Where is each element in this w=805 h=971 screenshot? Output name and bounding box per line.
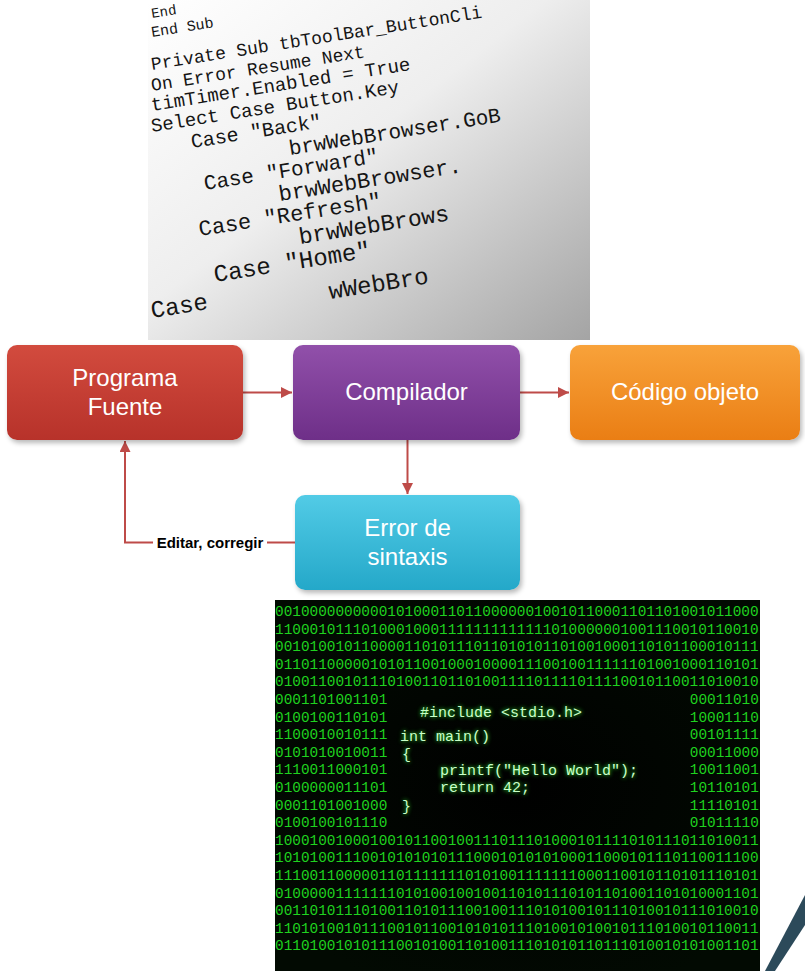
binary-matrix-picture	[275, 600, 760, 971]
binary-digits: 1101010010111001011001010101110100101001…	[275, 921, 759, 939]
binary-digits: 0100000111111101010010010011010111010110…	[275, 886, 759, 904]
binary-digits: 01011110	[690, 815, 759, 833]
binary-digits: 10001110	[690, 710, 759, 728]
binary-digits: 0010000000000101000110110000001001011000…	[275, 604, 759, 622]
binary-digits: 1000100100010010110010011101110100010111…	[275, 833, 759, 851]
object-code-box: Código objeto	[570, 345, 800, 440]
binary-digits: 10110101	[690, 780, 759, 798]
binary-digits: 00011000	[690, 745, 759, 763]
node-label: Compilador	[345, 378, 468, 407]
flow-arrow	[520, 392, 569, 394]
binary-digits: 0110110000010101100100010000111001001111…	[275, 657, 759, 675]
binary-digits: 0100100101110	[275, 815, 387, 833]
binary-digits: 10011001	[690, 762, 759, 780]
flow-arrow	[243, 392, 292, 394]
edge-label: Editar, corregir	[153, 534, 268, 552]
binary-digits: 1110011000101	[275, 762, 387, 780]
error-box: Error de sintaxis	[295, 495, 520, 590]
code-photo	[148, 0, 590, 340]
source-code-line: #include <stdio.h>	[420, 706, 582, 721]
source-code-line: printf("Hello World");	[440, 764, 638, 779]
binary-digits: 0101010010011	[275, 745, 387, 763]
binary-digits: 0100000011101	[275, 780, 387, 798]
flow-arrow	[125, 441, 295, 543]
corner-wedge	[765, 895, 805, 971]
source-code-line: int main()	[400, 730, 490, 745]
flow-arrow	[407, 440, 409, 494]
binary-digits: 00101111	[690, 727, 759, 745]
binary-digits: 0100100110101	[275, 710, 387, 728]
binary-digits: 0110100101011100101001101001110101011011…	[275, 938, 759, 956]
node-label: Programa Fuente	[50, 364, 200, 422]
source-box: Programa Fuente	[7, 345, 243, 440]
binary-digits: 1010100111001010101011100010101010001100…	[275, 850, 759, 868]
binary-digits: 11110101	[690, 798, 759, 816]
binary-digits: 0100110010111010011011010011110111101111…	[275, 674, 759, 692]
binary-digits: 1110011000001101111111010100111111100011…	[275, 868, 759, 886]
binary-digits: 0001101001101	[275, 692, 387, 710]
code-photo-line: End	[150, 3, 177, 21]
source-code-line: return 42;	[440, 781, 530, 796]
source-code-line: {	[402, 748, 411, 763]
compiler-box: Compilador	[293, 345, 520, 440]
binary-digits: 00011010	[690, 692, 759, 710]
binary-digits: 1100010111010001000111111111111101000000…	[275, 622, 759, 640]
source-code-line: }	[402, 800, 411, 815]
node-label: Código objeto	[611, 378, 759, 407]
binary-digits: 0010100101100001101011101101010110100100…	[275, 639, 759, 657]
binary-digits: 0011010111010011010111001001110101001011…	[275, 903, 759, 921]
node-label: Error de sintaxis	[333, 514, 483, 572]
binary-digits: 1100010010111	[275, 727, 387, 745]
binary-digits: 0001101001000	[275, 798, 387, 816]
